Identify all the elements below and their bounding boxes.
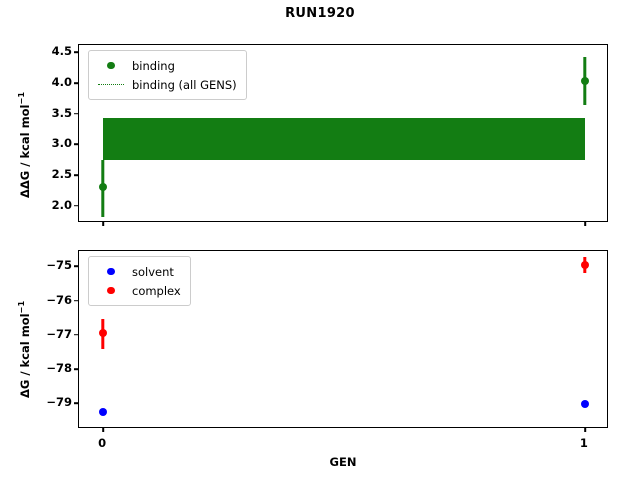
top-panel-plot-area <box>79 45 607 221</box>
y-tick-label: 3.5 <box>51 105 72 120</box>
y-tick-label: −79 <box>46 395 72 410</box>
y-tick-label: 2.0 <box>51 197 72 212</box>
y-tick-mark <box>74 112 79 115</box>
y-tick-label: −76 <box>46 292 72 307</box>
y-tick-mark <box>74 265 79 268</box>
legend-label: binding (all GENS) <box>132 77 237 92</box>
legend-key-marker <box>96 286 126 295</box>
legend-label: binding <box>132 58 175 73</box>
y-tick-label: 3.0 <box>51 136 72 151</box>
x-tick-mark <box>102 427 104 432</box>
y-tick-label: 4.0 <box>51 75 72 90</box>
y-tick-label: −78 <box>46 361 72 376</box>
legend-key-marker <box>96 61 126 70</box>
x-tick-mark <box>584 427 586 432</box>
bottom-panel-ylabel-exponent: −1 <box>16 300 27 314</box>
data-point-marker <box>99 329 108 338</box>
legend-key-line <box>96 84 126 85</box>
y-tick-label: 4.5 <box>51 44 72 59</box>
data-point-marker <box>99 408 108 417</box>
y-tick-label: 2.5 <box>51 167 72 182</box>
y-tick-label: −75 <box>46 258 72 273</box>
legend-entry: binding <box>96 56 237 75</box>
y-tick-mark <box>74 205 79 207</box>
x-tick-label: 0 <box>98 436 107 450</box>
top-panel-ytick-labels: 2.0 2.5 3.0 3.5 4.0 4.5 <box>6 0 72 480</box>
x-tick-mark <box>584 221 586 226</box>
bottom-panel-ylabel-text: ΔG / kcal mol <box>18 313 32 398</box>
data-point-marker <box>580 400 589 408</box>
legend-entry: complex <box>96 281 181 300</box>
legend-marker-dot-icon <box>107 61 115 70</box>
legend-dotted-line-icon <box>98 84 124 85</box>
legend-key-marker <box>96 267 126 276</box>
legend-marker-dot-icon <box>107 267 115 276</box>
y-tick-mark <box>74 174 79 176</box>
y-tick-mark <box>74 82 79 84</box>
y-tick-mark <box>74 402 79 405</box>
bottom-panel-ylabel: ΔG / kcal mol−1 <box>16 300 32 398</box>
data-point-marker <box>580 261 589 270</box>
legend-entry: binding (all GENS) <box>96 75 237 94</box>
bottom-panel-legend: solvent complex <box>88 256 191 306</box>
y-tick-label: −77 <box>46 326 72 341</box>
y-tick-mark <box>74 51 79 54</box>
y-tick-mark <box>74 334 79 336</box>
legend-marker-dot-icon <box>107 286 115 295</box>
y-tick-mark <box>74 299 79 302</box>
legend-label: solvent <box>132 264 174 279</box>
bottom-panel-plot-area <box>79 251 607 427</box>
data-point-marker <box>99 182 108 191</box>
y-tick-mark <box>74 143 79 146</box>
legend-entry: solvent <box>96 262 181 281</box>
y-tick-mark <box>74 368 79 370</box>
x-tick-mark <box>102 221 104 226</box>
bottom-panel-ytick-labels: −79 −78 −77 −76 −75 <box>6 0 72 480</box>
data-point-marker <box>580 77 589 86</box>
x-tick-label: 1 <box>579 436 588 450</box>
legend-label: complex <box>132 283 181 298</box>
binding-all-gens-band <box>103 118 585 161</box>
figure-title: RUN1920 <box>285 6 355 21</box>
top-panel-legend: binding binding (all GENS) <box>88 50 247 100</box>
x-axis-label: GEN <box>329 455 357 469</box>
